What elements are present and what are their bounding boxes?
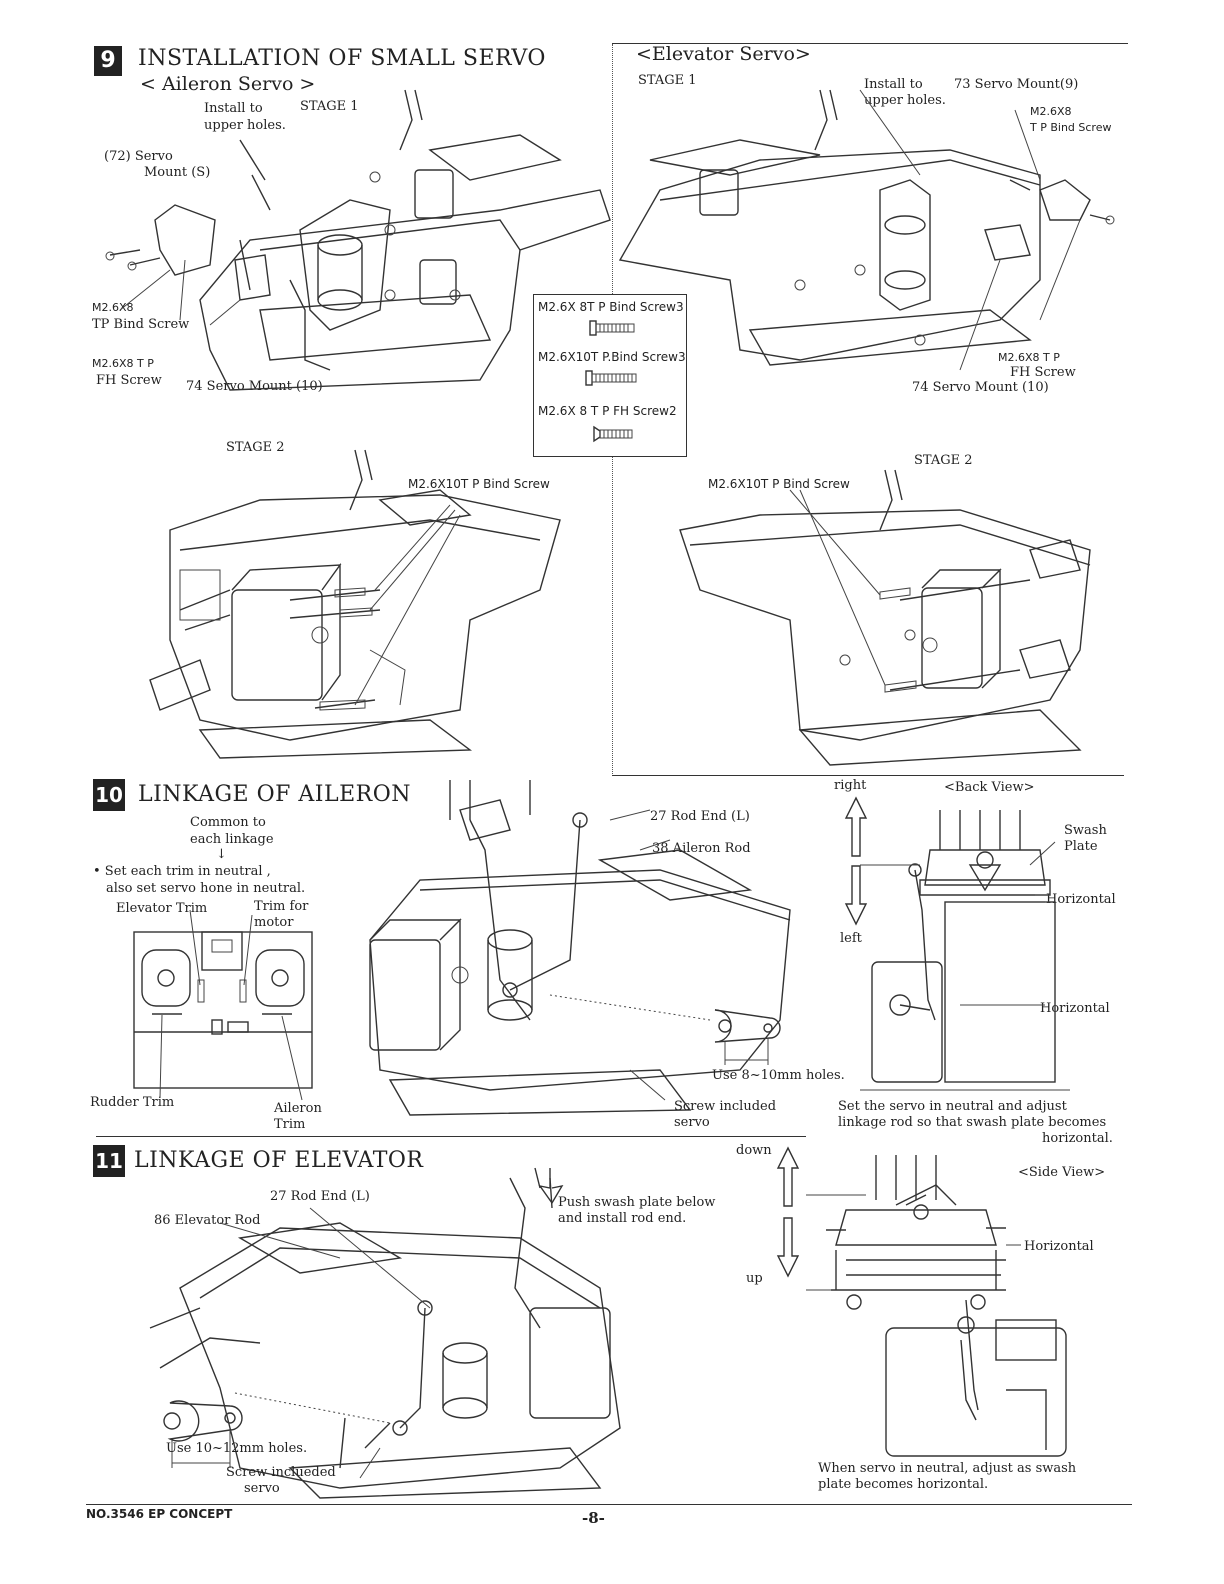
back-view-caption: Set the servo in neutral and adjust: [838, 1099, 1067, 1114]
elevator-rod-end-label: 27 Rod End (L): [270, 1189, 370, 1204]
footer-model: NO.3546 EP CONCEPT: [86, 1507, 233, 1521]
screw-icon: [589, 320, 635, 336]
tp-bind-screw-label-2: TP Bind Screw: [92, 317, 190, 332]
side-view-label: <Side View>: [1018, 1165, 1106, 1180]
elevator-fh-label: M2.6X8 T P: [998, 351, 1060, 364]
elevator-linkage-diagram: [149, 1167, 621, 1499]
aileron-stage2-label: STAGE 2: [226, 440, 285, 455]
aileron-stage2-diagram: [149, 449, 561, 759]
trim-motor-label-2: motor: [254, 915, 294, 930]
elevator-fh-label-2: FH Screw: [1010, 365, 1076, 380]
left-label: left: [840, 931, 862, 946]
aileron-rod-label: 38 Aileron Rod: [652, 841, 751, 856]
push-swash-label-2: and install rod end.: [558, 1211, 687, 1226]
side-view-diagram: [806, 1155, 1067, 1457]
top-rule: [612, 43, 1128, 44]
up-label: up: [746, 1271, 763, 1286]
use-holes-8-10: Use 8~10mm holes.: [712, 1068, 845, 1083]
right-label: right: [834, 778, 867, 793]
elevator-stage2-label: STAGE 2: [914, 453, 973, 468]
screw-legend-box: M2.6X 8T P Bind Screw3 M2.6X10T P.Bind S…: [533, 294, 687, 457]
aileron-trim-label-2: Trim: [274, 1117, 306, 1132]
elevator-rod-label: 86 Elevator Rod: [154, 1213, 261, 1228]
down-arrow-glyph: ↓: [216, 847, 227, 862]
servo-mount-9-label: 73 Servo Mount(9): [954, 77, 1079, 92]
aileron-install-upper: Install to: [204, 101, 263, 116]
section-10-title: LINKAGE OF AILERON: [138, 782, 411, 807]
swash-plate-label: Swash: [1064, 823, 1107, 838]
push-swash-label: Push swash plate below: [558, 1195, 716, 1210]
horizontal-label-2: Horizontal: [1040, 1001, 1110, 1016]
back-view-diagram: [860, 810, 1070, 1091]
side-view-caption-2: plate becomes horizontal.: [818, 1477, 989, 1492]
elevator-stage1-label: STAGE 1: [638, 73, 697, 88]
section-10-rule: [612, 775, 1124, 776]
section-9-title: INSTALLATION OF SMALL SERVO: [138, 46, 546, 71]
screw-icon: [585, 370, 637, 386]
aileron-bind10-label: M2.6X10T P Bind Screw: [408, 477, 550, 491]
trim-note: • Set each trim in neutral ,: [93, 864, 271, 879]
side-horizontal-label: Horizontal: [1024, 1239, 1094, 1254]
trim-note-2: also set servo hone in neutral.: [106, 881, 306, 896]
fh-screw-label-2: FH Screw: [96, 373, 162, 388]
section-9-number: 9: [94, 46, 122, 76]
elevator-install-upper-2: upper holes.: [864, 93, 946, 108]
section-11-title: LINKAGE OF ELEVATOR: [134, 1148, 424, 1173]
elevator-tp-label: M2.6X8: [1030, 105, 1072, 118]
aileron-linkage-diagram: [369, 780, 791, 1116]
common-linkage-label-2: each linkage: [190, 832, 274, 847]
aileron-stage1-label: STAGE 1: [300, 99, 359, 114]
aileron-servo-heading: < Aileron Servo >: [140, 73, 316, 95]
servo-mount-s-label: (72) Servo: [104, 149, 173, 164]
screw-inclueded-label-2: servo: [244, 1481, 280, 1496]
rudder-trim-label: Rudder Trim: [90, 1095, 175, 1110]
screw-included-label: Screw included: [674, 1099, 777, 1114]
footer-rule: [86, 1504, 1132, 1505]
horizontal-label: Horizontal: [1046, 892, 1116, 907]
back-view-caption-3: horizontal.: [1042, 1131, 1113, 1146]
page-number: -8-: [582, 1509, 605, 1527]
aileron-rod-end-label: 27 Rod End (L): [650, 809, 750, 824]
legend-item-3: M2.6X 8 T P FH Screw2: [538, 404, 677, 418]
back-view-label: <Back View>: [944, 780, 1035, 795]
aileron-trim-label: Aileron: [274, 1101, 322, 1116]
screw-included-label-2: servo: [674, 1115, 710, 1130]
aileron-stage1-diagram: [105, 89, 611, 391]
tp-bind-screw-label: M2.6X8: [92, 301, 134, 314]
aileron-install-upper-2: upper holes.: [204, 118, 286, 133]
up-down-arrow-icon: [776, 1146, 800, 1278]
elevator-trim-label: Elevator Trim: [116, 901, 208, 916]
screw-inclueded-label: Screw inclueded: [226, 1465, 336, 1480]
elevator-mount10-label: 74 Servo Mount (10): [912, 380, 1049, 395]
transmitter-illustration: [133, 909, 313, 1101]
side-view-caption: When servo in neutral, adjust as swash: [818, 1461, 1077, 1476]
section-10-number: 10: [93, 779, 125, 811]
use-holes-10-12: Use 10~12mm holes.: [166, 1441, 308, 1456]
trim-motor-label: Trim for: [254, 899, 309, 914]
elevator-bind10-label: M2.6X10T P Bind Screw: [708, 477, 850, 491]
servo-mount-s-label-2: Mount (S): [144, 165, 211, 180]
elevator-stage1-diagram: [618, 89, 1115, 371]
elevator-stage2-diagram: [679, 469, 1091, 766]
screw-icon: [593, 425, 633, 443]
common-linkage-label: Common to: [190, 815, 266, 830]
elevator-install-upper: Install to: [864, 77, 923, 92]
fh-screw-label: M2.6X8 T P: [92, 357, 154, 370]
section-11-rule: [96, 1136, 806, 1137]
section-11-number: 11: [93, 1145, 125, 1177]
servo-mount-10-label: 74 Servo Mount (10): [186, 379, 323, 394]
right-arrow-icon: [844, 796, 868, 926]
back-view-caption-2: linkage rod so that swash plate becomes: [838, 1115, 1107, 1130]
swash-plate-label-2: Plate: [1064, 839, 1098, 854]
elevator-servo-heading: <Elevator Servo>: [636, 43, 811, 65]
legend-item-1: M2.6X 8T P Bind Screw3: [538, 300, 684, 314]
down-label: down: [736, 1143, 772, 1158]
legend-item-2: M2.6X10T P.Bind Screw3: [538, 350, 686, 364]
elevator-tp-label-2: T P Bind Screw: [1030, 121, 1112, 134]
